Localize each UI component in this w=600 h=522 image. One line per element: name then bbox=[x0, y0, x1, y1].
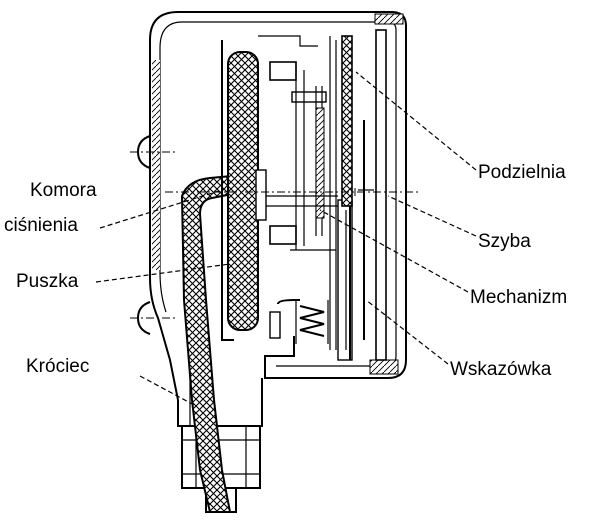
label-komora-line1: Komora bbox=[30, 180, 97, 201]
label-szyba: Szyba bbox=[478, 231, 531, 252]
label-puszka: Puszka bbox=[16, 271, 79, 292]
label-podzielnia: Podzielnia bbox=[478, 162, 566, 183]
leader-podzielnia bbox=[355, 71, 477, 171]
capsule bbox=[227, 51, 259, 331]
leader-krociec bbox=[139, 375, 197, 407]
mechanism bbox=[255, 36, 353, 361]
leader-mechanizm bbox=[319, 209, 469, 293]
label-komora-line2: ciśnienia bbox=[4, 215, 78, 236]
leader-szyba bbox=[387, 195, 477, 237]
pressure-channel bbox=[180, 174, 233, 513]
leader-puszka bbox=[95, 263, 231, 283]
leader-wskazowka bbox=[365, 299, 449, 365]
dial-plate bbox=[341, 35, 353, 207]
glass bbox=[375, 29, 387, 361]
label-krociec: Króciec bbox=[26, 356, 89, 377]
label-wskazowka: Wskazówka bbox=[450, 359, 552, 380]
label-mechanizm: Mechanizm bbox=[470, 287, 567, 308]
leader-komora bbox=[99, 189, 223, 229]
